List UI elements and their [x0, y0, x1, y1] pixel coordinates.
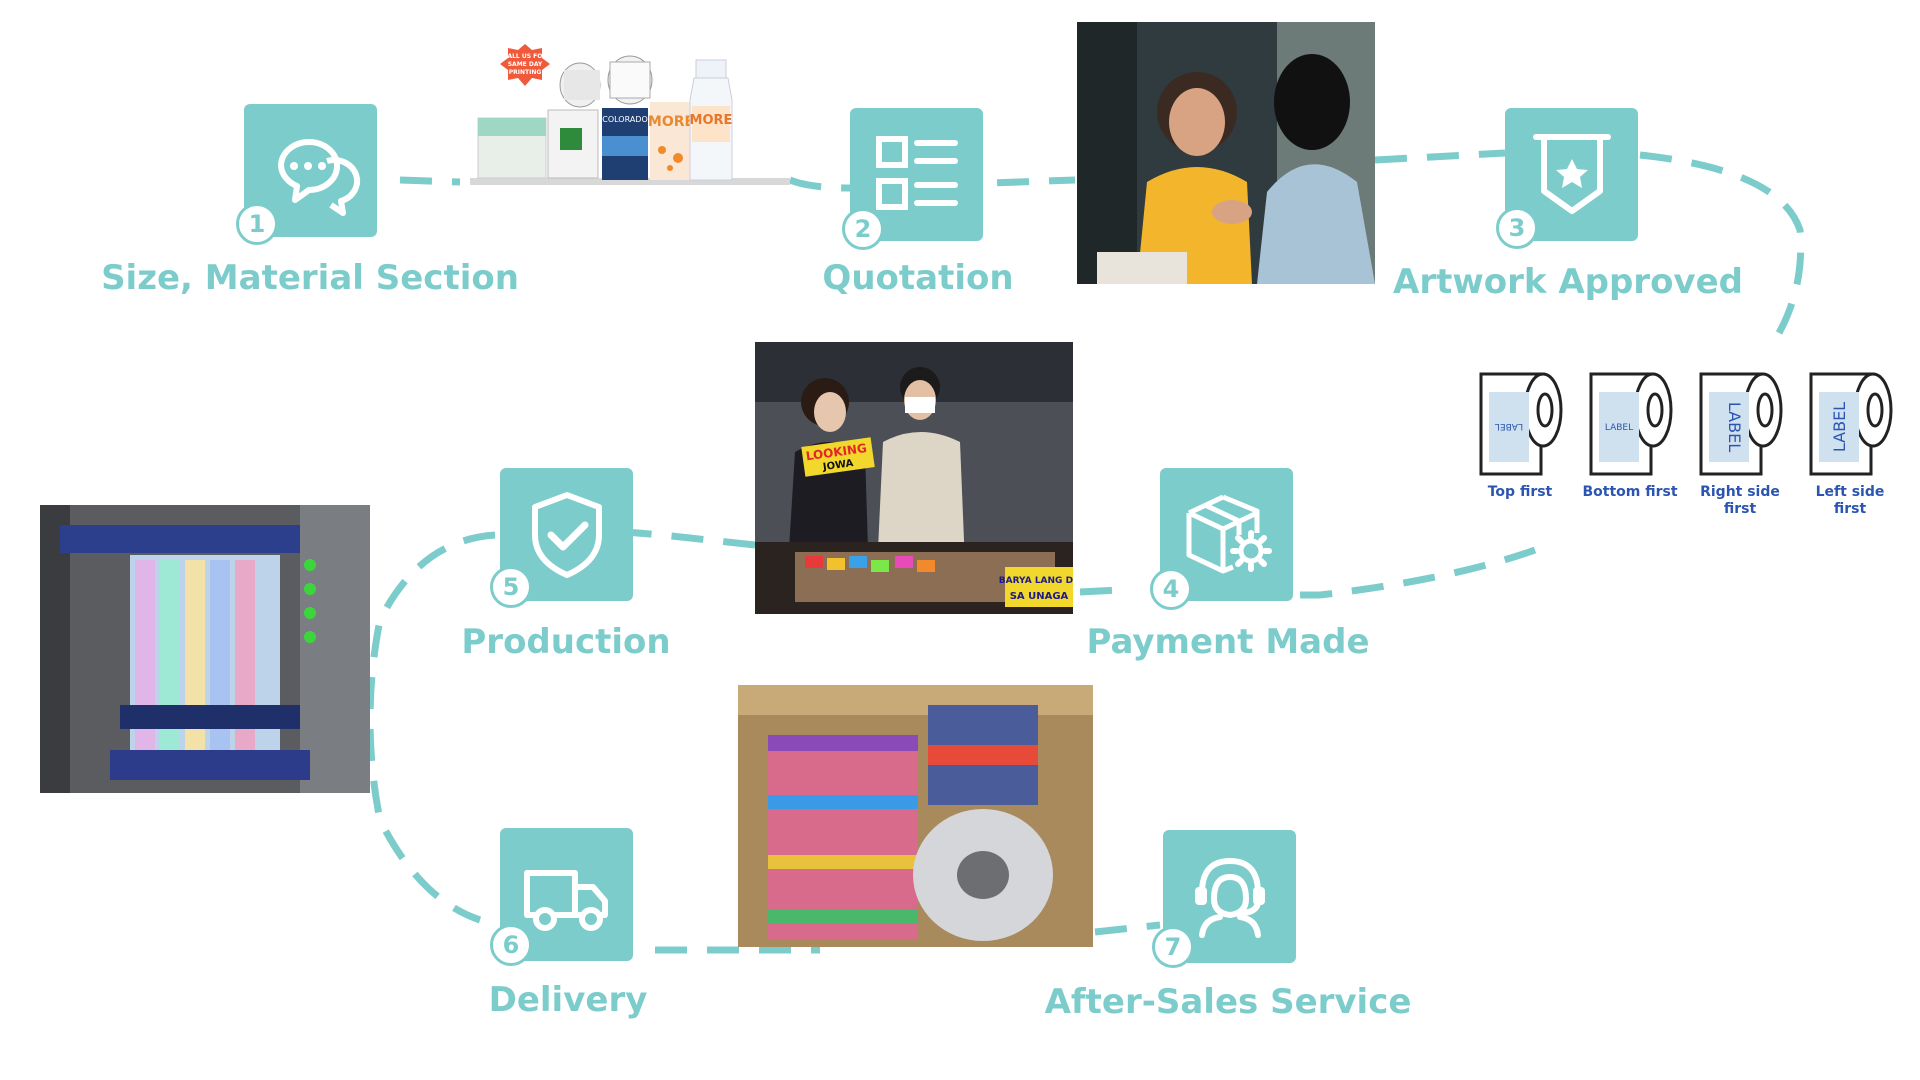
label-roll-icon: LABEL	[1589, 372, 1673, 476]
roll-label-text: LABEL	[1830, 402, 1849, 452]
box-gear-icon	[1186, 494, 1272, 573]
label-roll-icon: LABEL	[1479, 372, 1563, 476]
roll-option-right-side-first: LABEL Right side first	[1690, 370, 1790, 518]
badge-line-2: SAME DAY	[508, 61, 543, 68]
badge-line-3: PRINTING	[509, 69, 542, 76]
step-2-number: 2	[842, 208, 884, 250]
headset-agent-icon	[1194, 857, 1265, 938]
step-4-number: 4	[1150, 568, 1192, 610]
shield-check-icon	[531, 491, 602, 578]
printing-press-photo	[40, 505, 370, 793]
roll-option-left-side-first: LABEL Left side first	[1800, 370, 1900, 518]
expo-sign-right-2: SA UNAGA	[1010, 591, 1069, 602]
checklist-icon	[875, 135, 958, 210]
expo-booth-photo: LOOKING JOWA BARYA LANG DE SA UNAGA	[755, 342, 1073, 614]
label-roll-icon: LABEL	[1809, 372, 1893, 476]
step-2-label: Quotation	[822, 258, 1014, 298]
step-3-number: 3	[1496, 207, 1538, 249]
roll-caption: Top first	[1487, 484, 1553, 500]
more-label-2: MORE	[690, 113, 733, 128]
step-5-number: 5	[490, 566, 532, 608]
step-1-number: 1	[236, 203, 278, 245]
step-6-label: Delivery	[488, 980, 648, 1020]
sticker-products-photo: COLORADO MORE MORE CALL US FOR SAME DAY …	[470, 40, 790, 185]
step-4-icon-tile	[1160, 468, 1293, 601]
label-roll-icon: LABEL	[1699, 372, 1783, 476]
roll-option-bottom-first: LABEL Bottom first	[1580, 370, 1680, 501]
truck-icon	[523, 869, 608, 931]
more-label-1: MORE	[648, 114, 694, 130]
step-2-icon-tile	[850, 108, 983, 241]
roll-label-text: LABEL	[1605, 423, 1633, 433]
step-1-label: Size, Material Section	[101, 258, 519, 298]
roll-caption: Left side first	[1815, 484, 1885, 517]
step-4-label: Payment Made	[1086, 622, 1370, 662]
roll-caption: Bottom first	[1582, 484, 1678, 500]
step-7-label: After-Sales Service	[1044, 982, 1412, 1022]
roll-caption: Right side first	[1700, 484, 1780, 517]
expo-sign-left-2: JOWA	[821, 458, 854, 473]
step-5-label: Production	[461, 622, 671, 662]
badge-line-1: CALL US FOR	[503, 53, 547, 60]
colorado-label: COLORADO	[602, 115, 648, 124]
step-3-label: Artwork Approved	[1393, 262, 1743, 302]
step-6-number: 6	[490, 924, 532, 966]
expo-sign-right-1: BARYA LANG DE	[999, 576, 1073, 586]
step-7-number: 7	[1152, 926, 1194, 968]
chat-bubbles-icon	[277, 138, 360, 216]
roll-option-top-first: LABEL Top first	[1470, 370, 1570, 501]
step-6-icon-tile	[500, 828, 633, 961]
handshake-photo	[1077, 22, 1375, 284]
star-badge-icon	[1532, 133, 1611, 214]
roll-label-text: LABEL	[1725, 402, 1744, 452]
boxed-label-rolls-photo	[738, 685, 1093, 947]
roll-label-text: LABEL	[1495, 421, 1523, 431]
